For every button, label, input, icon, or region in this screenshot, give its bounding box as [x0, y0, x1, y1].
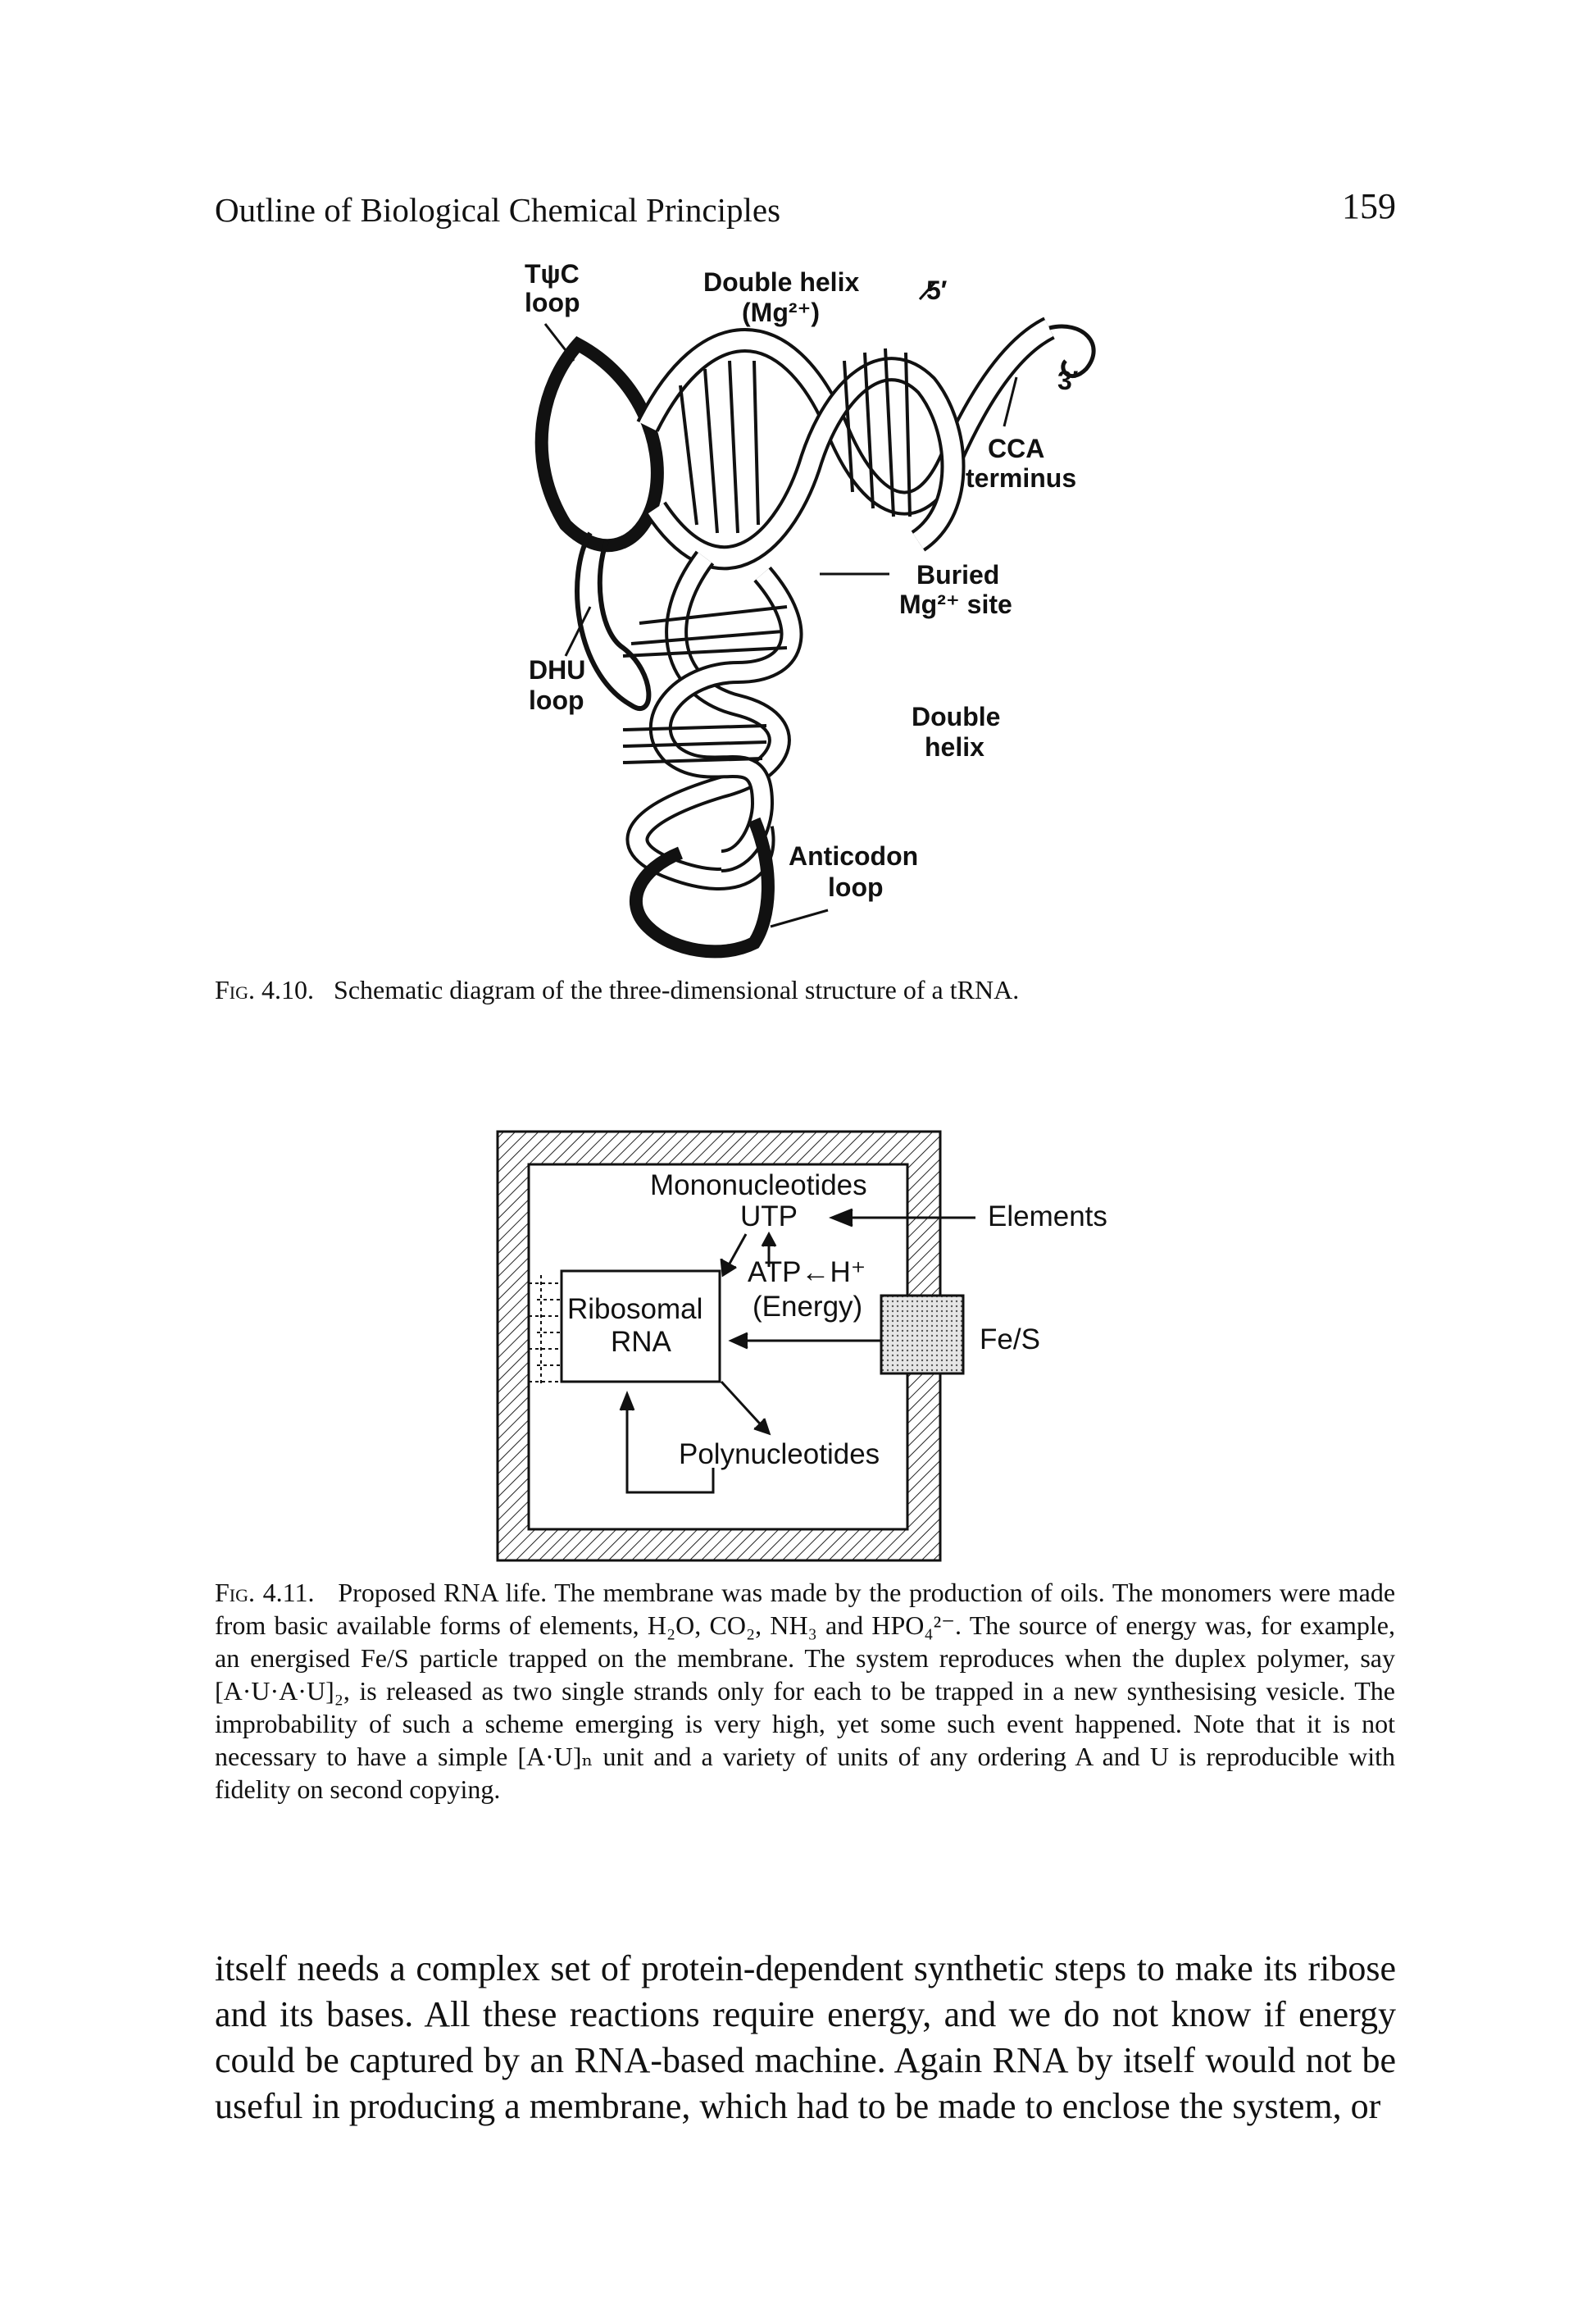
- label-cca-1: CCA: [988, 434, 1044, 463]
- leader-lines: [543, 281, 1018, 928]
- upper-helix-rungs: [679, 348, 912, 534]
- dhu-loop-shape: [575, 531, 652, 711]
- label-buried-1: Buried: [916, 560, 999, 590]
- label-anticodon-2: loop: [828, 872, 884, 902]
- label-anticodon-1: Anticodon: [789, 841, 918, 871]
- label-dhu-2: loop: [529, 686, 584, 715]
- page-number: 159: [1342, 186, 1396, 226]
- running-title: Outline of Biological Chemical Principle…: [215, 191, 781, 229]
- label-dhu-1: DHU: [529, 655, 585, 685]
- body-paragraph: itself needs a complex set of protein-de…: [215, 1948, 1396, 2126]
- label-three-prime: 3′: [1057, 366, 1079, 395]
- cca-curl: [1048, 324, 1096, 379]
- trna-diagram: TψC loop Double helix (Mg²⁺) 5′ 3′ CCA t…: [525, 259, 1096, 959]
- label-elements: Elements: [988, 1200, 1107, 1232]
- figure-4-11-caption-label: Fig. 4.11.: [215, 1578, 315, 1607]
- label-double-helix-top-2: (Mg²⁺): [742, 298, 820, 327]
- label-atp: ATP←H⁺: [748, 1256, 866, 1288]
- anticodon-loop-shape: [629, 817, 775, 959]
- fes-particle: [880, 1294, 965, 1375]
- ribosomal-rna-box: [560, 1269, 721, 1383]
- diagram-arrows: [619, 1208, 975, 1494]
- figure-4-11-caption-text: Proposed RNA life. The membrane was made…: [215, 1578, 1396, 1804]
- label-utp: UTP: [740, 1200, 798, 1232]
- figure-4-10-caption: Fig. 4.10. Schematic diagram of the thre…: [215, 973, 1395, 1006]
- label-energy: (Energy): [753, 1291, 862, 1323]
- label-mononucleotides: Mononucleotides: [650, 1169, 867, 1201]
- label-double-helix-mid-2: helix: [925, 732, 984, 762]
- figure-4-11-caption: Fig. 4.11. Proposed RNA life. The membra…: [215, 1576, 1395, 1806]
- tpsic-loop-shape: [534, 335, 664, 553]
- label-double-helix-top-1: Double helix: [703, 267, 859, 297]
- label-five-prime: 5′: [926, 276, 948, 305]
- label-polynucleotides: Polynucleotides: [679, 1438, 880, 1470]
- label-buried-2: Mg²⁺ site: [899, 590, 1012, 619]
- label-tpsic-1: TψC: [525, 259, 580, 289]
- lower-helix-rungs: [622, 605, 788, 764]
- figure-4-10-caption-text: Schematic diagram of the three-dimension…: [334, 975, 1020, 1004]
- label-cca-2: terminus: [966, 463, 1076, 493]
- label-fes: Fe/S: [980, 1323, 1040, 1355]
- label-tpsic-2: loop: [525, 288, 580, 317]
- label-rna: RNA: [611, 1326, 672, 1358]
- rna-strands: [529, 1275, 562, 1386]
- figure-4-10-caption-label: Fig. 4.10.: [215, 975, 315, 1004]
- label-ribosomal: Ribosomal: [567, 1293, 703, 1325]
- label-double-helix-mid-1: Double: [912, 702, 1000, 731]
- rna-life-diagram: Mononucleotides UTP Elements ATP←H⁺ (Ene…: [496, 1130, 1107, 1562]
